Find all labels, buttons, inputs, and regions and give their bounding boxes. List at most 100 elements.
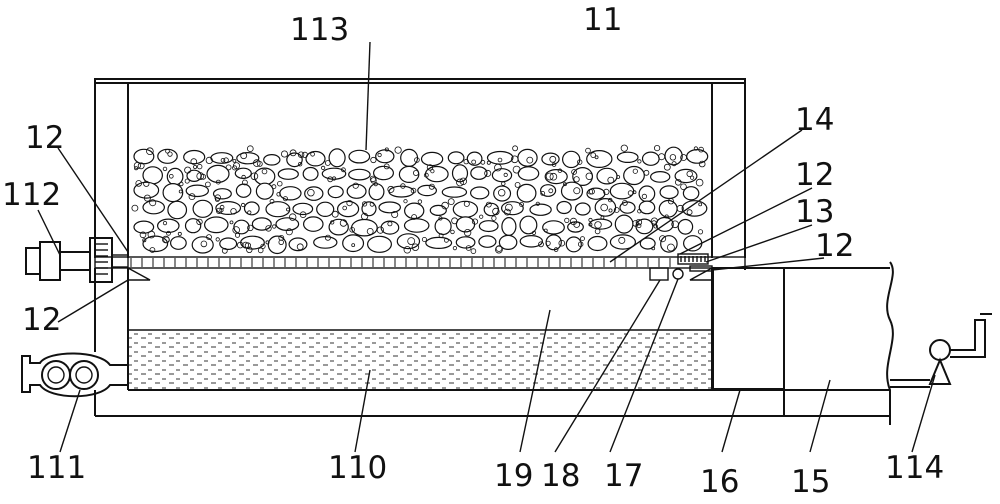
filter-pebble bbox=[635, 218, 643, 226]
filter-stone bbox=[586, 150, 613, 169]
filter-pebble bbox=[620, 144, 628, 152]
filter-pebble bbox=[165, 149, 170, 154]
filter-pebble bbox=[282, 196, 288, 202]
filter-pebble bbox=[512, 145, 518, 152]
motor-112 bbox=[25, 237, 129, 283]
filter-pebble bbox=[505, 203, 513, 212]
filter-pebble bbox=[669, 154, 677, 161]
filter-pebble bbox=[134, 166, 139, 171]
filter-pebble bbox=[603, 188, 610, 195]
motor-block-18 bbox=[649, 267, 669, 281]
filter-pebble bbox=[471, 159, 477, 165]
filter-stone bbox=[614, 214, 634, 234]
filter-stone bbox=[682, 186, 700, 201]
filter-pebble bbox=[608, 197, 613, 203]
filter-pebble bbox=[220, 158, 226, 163]
label-113: 113 bbox=[290, 12, 349, 48]
filter-pebble bbox=[608, 208, 613, 213]
filter-pebble bbox=[564, 217, 570, 223]
filter-stone bbox=[586, 187, 606, 200]
filter-pebble bbox=[244, 242, 251, 249]
filter-pebble bbox=[600, 215, 605, 220]
filter-stone bbox=[425, 236, 453, 249]
filter-stone bbox=[609, 234, 637, 250]
filter-pebble bbox=[480, 159, 486, 165]
filter-stone bbox=[565, 236, 582, 253]
filter-pebble bbox=[324, 160, 331, 166]
label-17: 17 bbox=[604, 458, 643, 494]
filter-pebble bbox=[370, 177, 377, 184]
filter-pebble bbox=[383, 163, 390, 170]
filter-pebble bbox=[223, 157, 229, 163]
filter-stone bbox=[660, 235, 678, 253]
filter-stone bbox=[478, 235, 497, 248]
filter-stone bbox=[635, 218, 654, 235]
filter-pebble bbox=[137, 162, 145, 170]
filter-stone bbox=[328, 148, 346, 168]
filter-pebble bbox=[414, 157, 420, 163]
filter-pebble bbox=[403, 199, 408, 204]
filter-pebble bbox=[456, 178, 464, 187]
filter-pebble bbox=[241, 179, 248, 186]
label-12-left-top: 12 bbox=[25, 120, 64, 156]
filter-stone bbox=[157, 148, 178, 164]
filter-pebble bbox=[167, 151, 173, 157]
filter-pebble bbox=[261, 168, 268, 175]
filter-pebble bbox=[237, 241, 244, 249]
filter-pebble bbox=[636, 223, 642, 229]
filter-pebble bbox=[479, 214, 484, 219]
filter-pebble bbox=[232, 226, 241, 234]
filter-pebble bbox=[327, 176, 334, 183]
filter-pebble bbox=[426, 164, 434, 171]
filter-pebble bbox=[301, 151, 308, 158]
filter-pebble bbox=[407, 237, 416, 246]
filter-pebble bbox=[240, 152, 248, 160]
filter-pebble bbox=[280, 150, 288, 158]
filter-pebble bbox=[143, 194, 151, 202]
label-112: 112 bbox=[2, 177, 61, 213]
perforated-plate bbox=[94, 256, 746, 269]
filter-pebble bbox=[551, 162, 557, 167]
filter-stone bbox=[664, 146, 683, 166]
filter-pebble bbox=[514, 181, 521, 188]
filter-pebble bbox=[346, 200, 353, 207]
filter-pebble bbox=[296, 243, 304, 251]
filter-stone bbox=[560, 181, 584, 201]
filter-stone bbox=[236, 151, 260, 165]
filter-pebble bbox=[188, 193, 196, 201]
filter-pebble bbox=[250, 172, 259, 181]
filter-pebble bbox=[643, 169, 650, 176]
filter-pebble bbox=[310, 152, 315, 157]
filter-stone bbox=[638, 200, 656, 215]
filter-stone bbox=[681, 200, 708, 217]
filter-pebble bbox=[667, 198, 675, 205]
filter-stone bbox=[470, 186, 490, 200]
filter-pebble bbox=[265, 240, 270, 245]
filter-stone bbox=[650, 170, 671, 183]
filter-pebble bbox=[463, 228, 472, 237]
filter-pebble bbox=[297, 151, 305, 158]
filter-stone bbox=[420, 151, 444, 167]
filter-stone bbox=[441, 186, 468, 198]
filter-stone bbox=[368, 183, 385, 201]
filter-pebble bbox=[698, 160, 706, 168]
filter-stone bbox=[234, 167, 252, 179]
filter-stone bbox=[498, 234, 518, 250]
filter-pebble bbox=[698, 146, 704, 153]
filter-pebble bbox=[234, 232, 240, 238]
filter-stone bbox=[541, 152, 560, 166]
filter-stone bbox=[400, 148, 419, 167]
filter-stone bbox=[361, 201, 377, 217]
filter-stone bbox=[316, 201, 335, 217]
filter-stone bbox=[574, 202, 591, 216]
filter-stone bbox=[638, 185, 656, 203]
filter-pebble bbox=[179, 181, 184, 187]
filter-stone bbox=[204, 216, 229, 234]
filter-pebble bbox=[451, 217, 459, 225]
filter-pebble bbox=[276, 192, 281, 197]
filter-stone bbox=[275, 217, 300, 232]
gear-pump-111 bbox=[21, 352, 129, 398]
filter-pebble bbox=[257, 247, 264, 254]
filter-pebble bbox=[361, 201, 368, 207]
